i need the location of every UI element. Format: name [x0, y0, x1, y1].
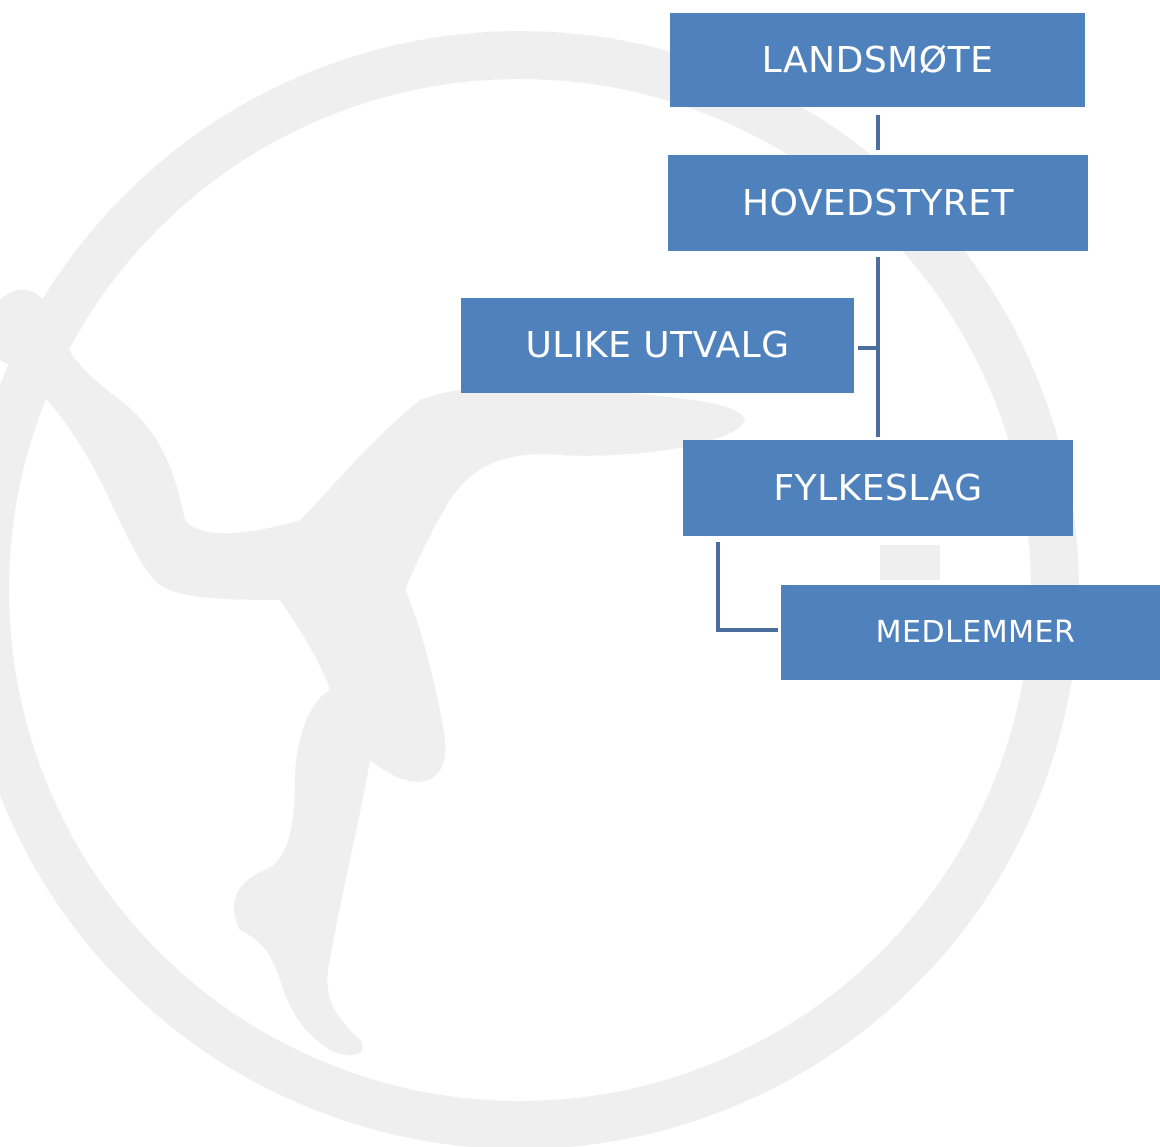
node-ulike-utvalg: ULIKE UTVALG — [461, 298, 854, 393]
connector-fylkeslag-medlemmer — [716, 542, 778, 632]
node-medlemmer: MEDLEMMER — [781, 585, 1160, 680]
node-landsmote: LANDSMØTE — [670, 13, 1085, 107]
watermark-figure — [0, 289, 745, 1056]
node-hovedstyret: HOVEDSTYRET — [668, 155, 1088, 251]
node-fylkeslag: FYLKESLAG — [683, 440, 1073, 536]
watermark-ledge — [880, 545, 940, 580]
